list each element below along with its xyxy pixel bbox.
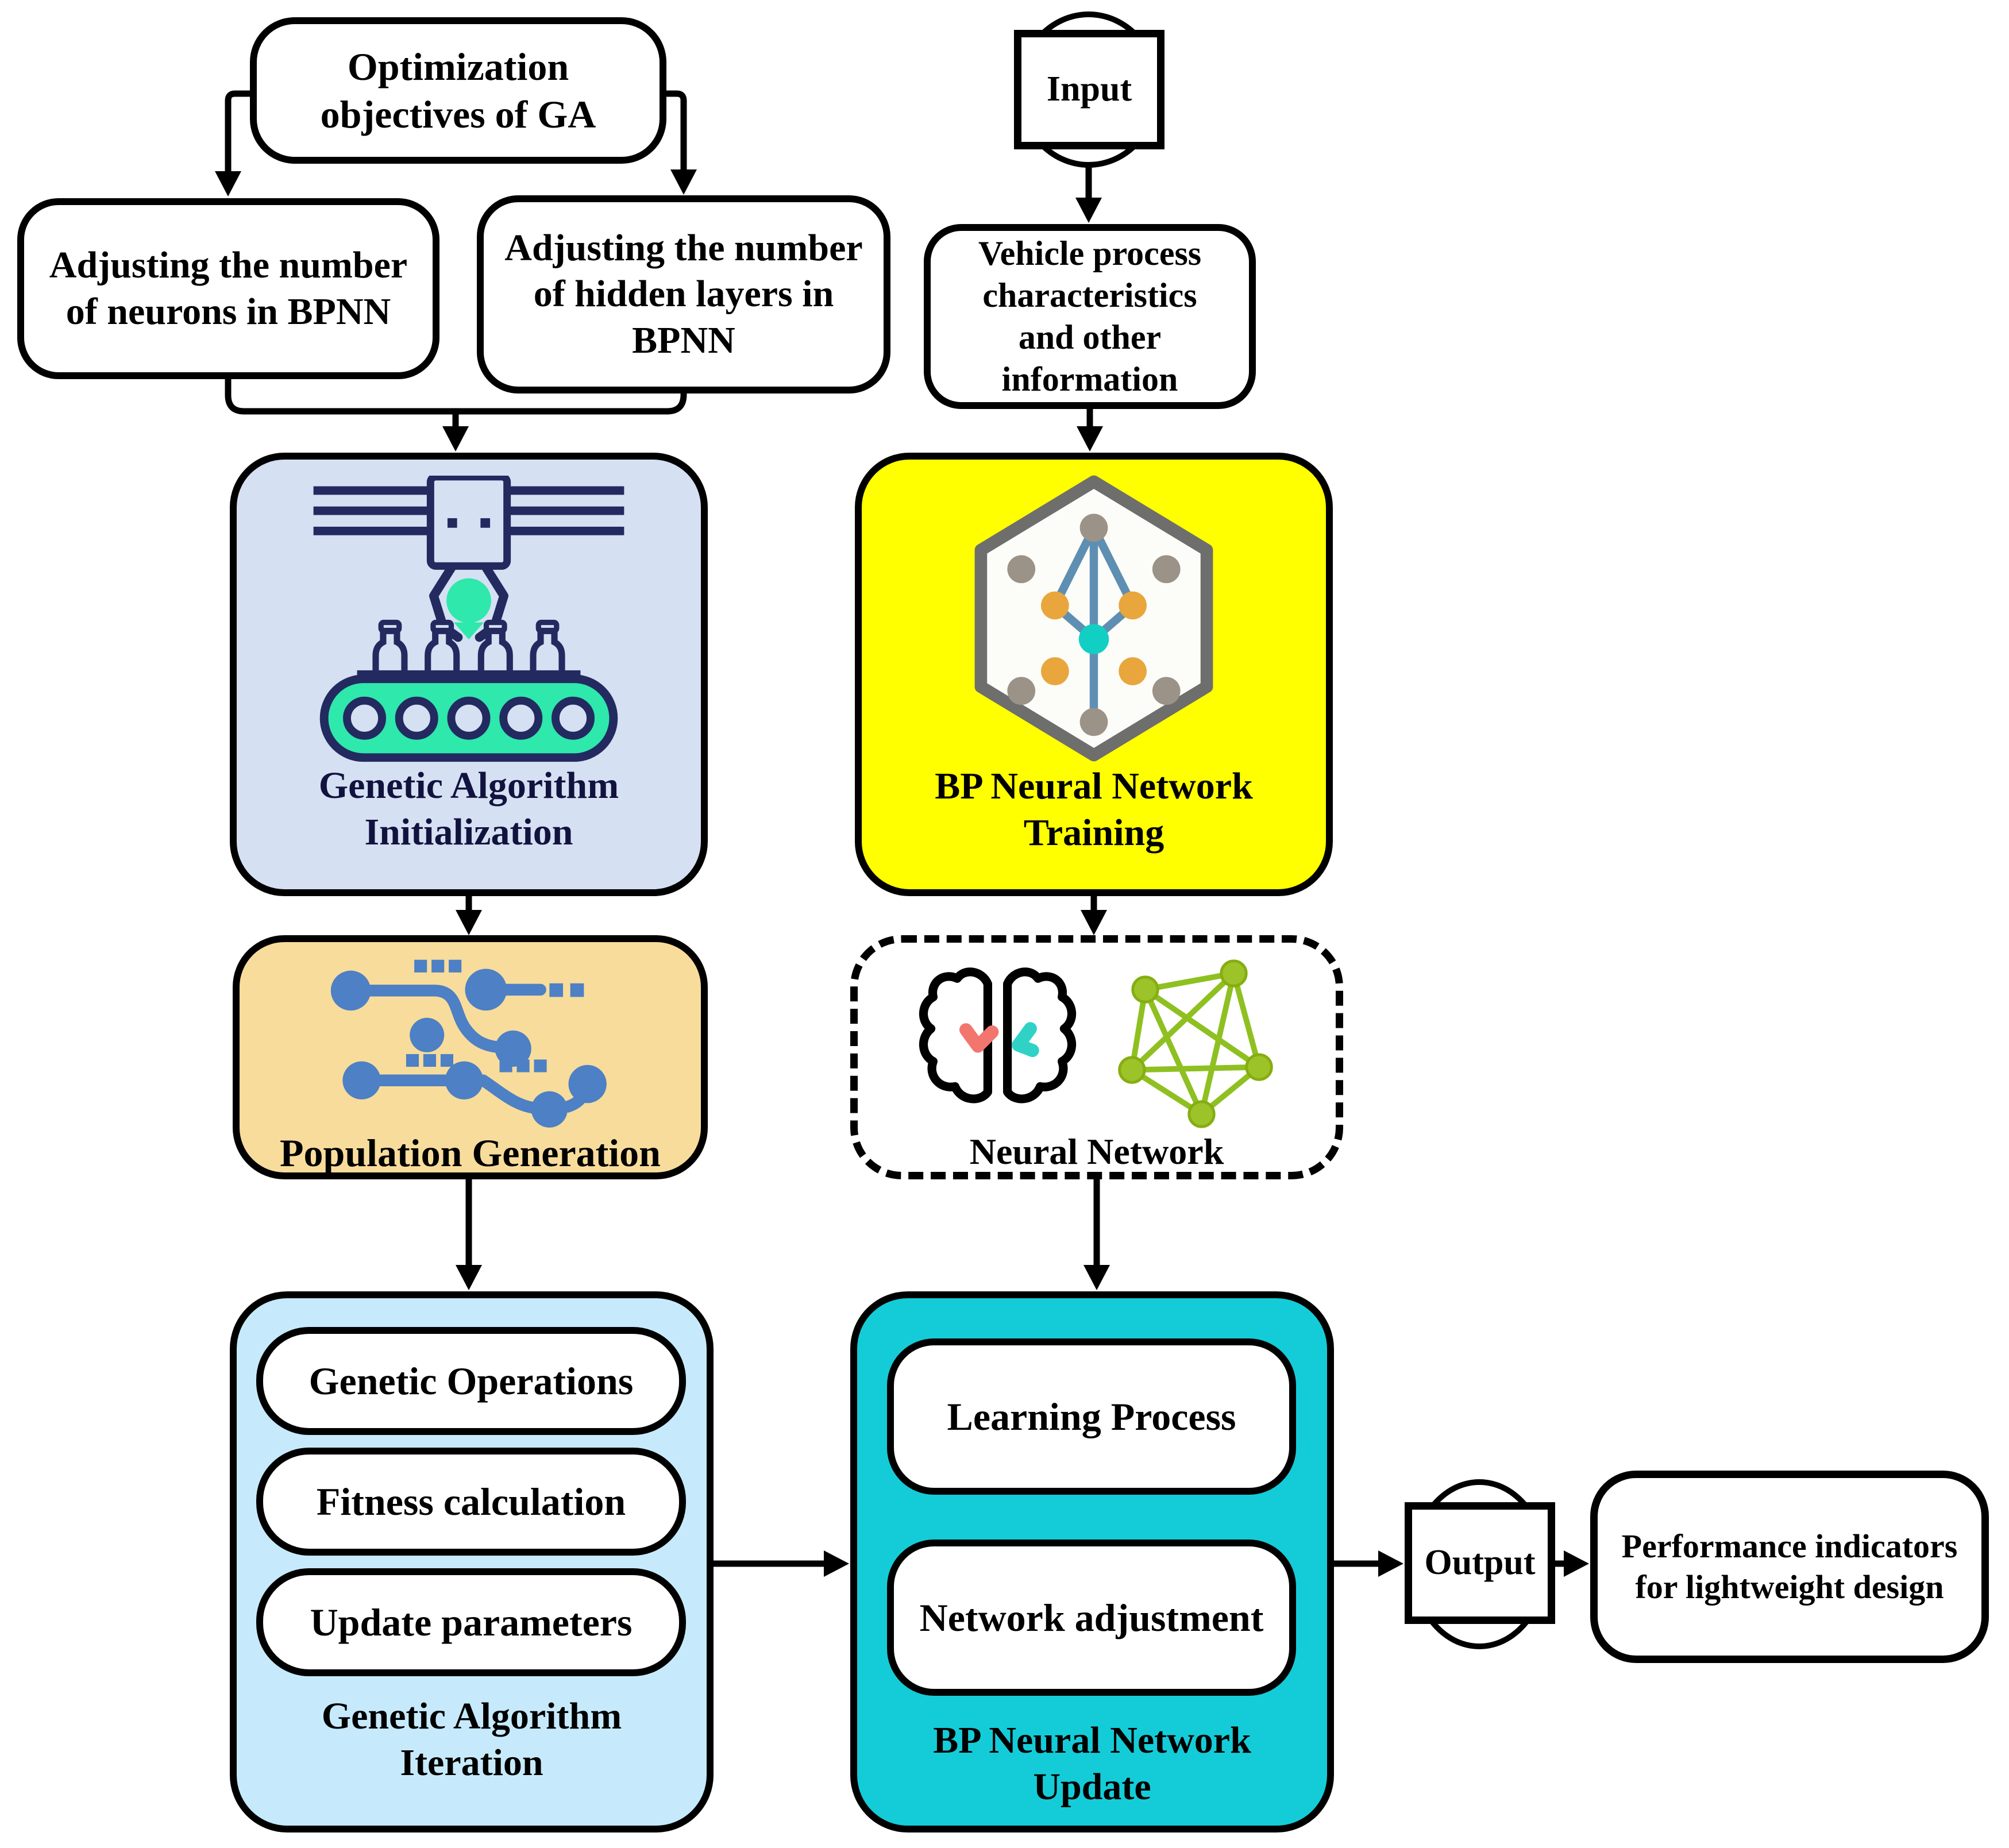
update-parameters-step: Update parameters: [256, 1568, 686, 1676]
network-adjustment-step: Network adjustment: [887, 1540, 1296, 1696]
box-label-line: characteristics: [982, 276, 1197, 314]
input-label: Input: [1046, 70, 1132, 109]
ga-iteration-label: Genetic Algorithm Iteration: [237, 1693, 707, 1786]
box-label-line: BPNN: [632, 319, 735, 361]
genetic-operations-step: Genetic Operations: [256, 1327, 686, 1435]
box-label-line: Genetic Algorithm: [318, 765, 619, 807]
step-label: Genetic Operations: [309, 1359, 634, 1403]
learning-process-step: Learning Process: [887, 1338, 1296, 1495]
arrow-opt-to-neurons: [225, 90, 250, 172]
box-label-line: Adjusting the number: [49, 244, 408, 286]
bp-update-label: BP Neural Network Update: [857, 1718, 1327, 1810]
step-label: Network adjustment: [919, 1595, 1264, 1639]
performance-indicators-box: Performance indicators for lightweight d…: [1590, 1471, 1989, 1663]
arrow-opt-to-hidden: [666, 90, 687, 171]
step-label: Fitness calculation: [316, 1479, 626, 1523]
box-label-line: Iteration: [400, 1741, 543, 1784]
fitness-calculation-step: Fitness calculation: [256, 1448, 686, 1556]
brain-icon: [916, 960, 1079, 1124]
box-label-line: BP Neural Network: [935, 765, 1253, 807]
hexagon-neural-network-icon: [959, 473, 1229, 763]
box-label-line: Genetic Algorithm: [321, 1695, 622, 1737]
step-label: Learning Process: [947, 1394, 1236, 1438]
box-label-line: Performance indicators: [1621, 1527, 1958, 1565]
box-label-line: Update: [1033, 1765, 1151, 1808]
ga-iteration-box: Genetic Operations Fitness calculation U…: [230, 1291, 714, 1832]
merge-line-to-ga-init: [225, 378, 687, 427]
input-terminator: Input: [1014, 30, 1164, 149]
step-label: Update parameters: [310, 1600, 633, 1644]
box-label-line: and other: [1018, 318, 1162, 356]
box-label-line: for lightweight design: [1635, 1568, 1944, 1606]
output-label: Output: [1424, 1543, 1536, 1583]
box-label-line: of neurons in BPNN: [65, 290, 391, 333]
box-label-line: of hidden layers in: [533, 273, 834, 315]
box-label-line: Initialization: [364, 811, 573, 853]
optimization-objectives-box: Optimization objectives of GA: [250, 17, 666, 164]
population-label: Population Generation: [279, 1131, 661, 1175]
box-label-line: objectives of GA: [320, 92, 596, 136]
green-network-icon: [1105, 951, 1278, 1132]
population-generation-box: Population Generation: [233, 935, 708, 1179]
box-label-line: information: [1001, 360, 1178, 399]
bp-update-box: Learning Process Network adjustment BP N…: [850, 1291, 1334, 1832]
adjust-hidden-layers-box: Adjusting the number of hidden layers in…: [477, 195, 890, 393]
box-label-line: Optimization: [347, 44, 569, 88]
box-label-line: Vehicle process: [978, 234, 1202, 272]
box-label-line: Training: [1023, 811, 1164, 854]
bp-training-label: BP Neural Network Training: [935, 763, 1253, 856]
neural-network-label: Neural Network: [969, 1131, 1224, 1172]
bp-training-box: BP Neural Network Training: [855, 453, 1333, 896]
vehicle-information-box: Vehicle process characteristics and othe…: [924, 224, 1256, 409]
adjust-neurons-box: Adjusting the number of neurons in BPNN: [17, 198, 439, 379]
arrowheads: [215, 169, 1589, 1577]
neural-network-icons: [916, 954, 1278, 1129]
neural-network-box: Neural Network: [850, 935, 1343, 1179]
box-label-line: BP Neural Network: [933, 1719, 1251, 1761]
output-terminator: Output: [1405, 1502, 1555, 1624]
box-label-line: Adjusting the number: [504, 226, 863, 269]
robot-arm-conveyor-icon: [308, 476, 630, 763]
circuit-crossover-icon: [324, 957, 617, 1129]
ga-init-label: Genetic Algorithm Initialization: [319, 763, 619, 855]
ga-initialization-box: Genetic Algorithm Initialization: [230, 453, 708, 896]
bottle-glyph: [372, 619, 565, 682]
